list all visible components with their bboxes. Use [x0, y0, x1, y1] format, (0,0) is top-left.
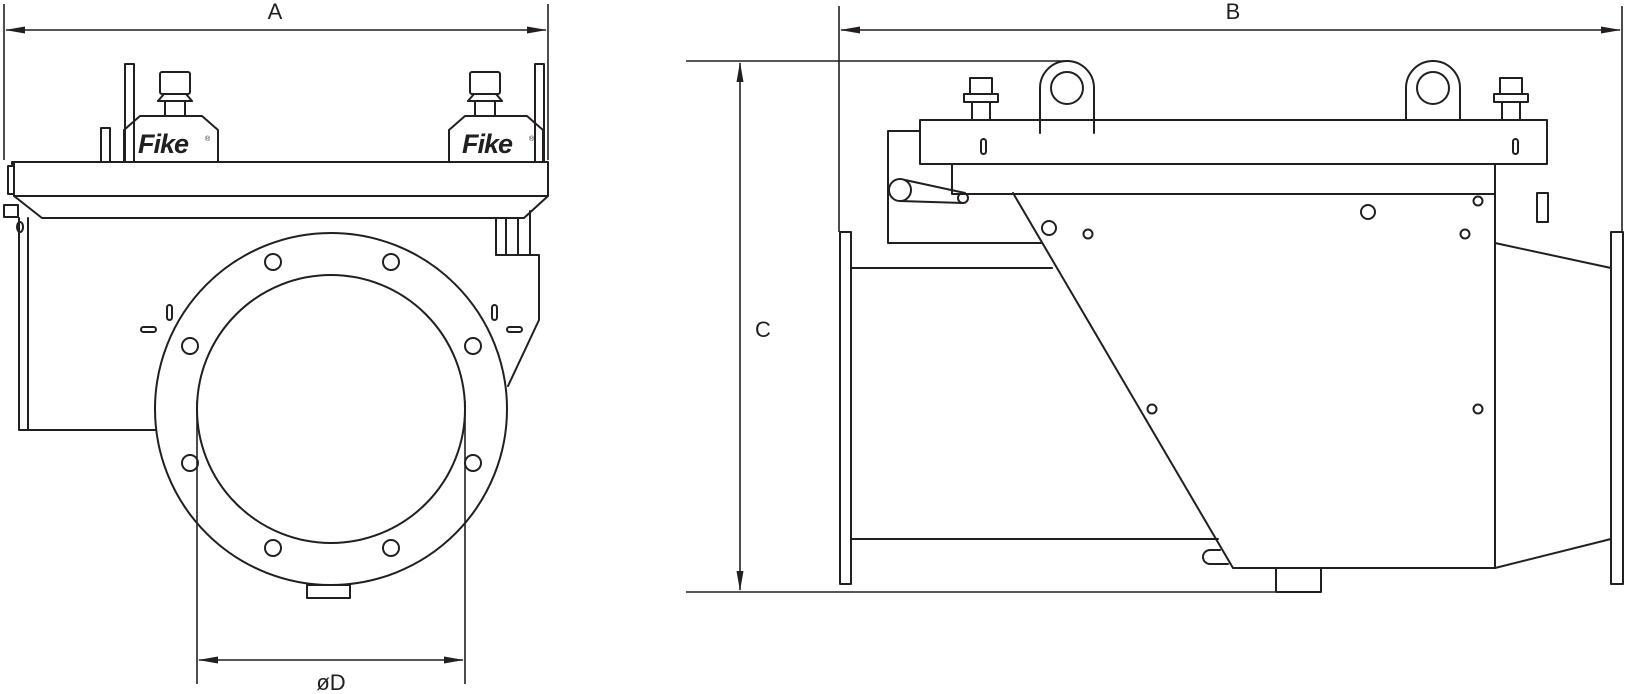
side-lever [888, 178, 969, 204]
side-bolts [963, 77, 1529, 121]
dimension-d-label: øD [316, 670, 345, 694]
dimension-d: øD [196, 401, 466, 694]
left-bracket: Fike ® [123, 71, 219, 163]
dimension-a-label: A [268, 0, 283, 24]
right-bracket: Fike ® [448, 71, 544, 163]
dimension-c: C [686, 60, 1275, 593]
brand-logo-left: Fike [138, 129, 189, 159]
dimension-a: A [3, 0, 549, 160]
inlet-pipe [839, 231, 1219, 585]
brand-logo-right: Fike [462, 129, 513, 159]
side-housing [887, 119, 1549, 593]
brand-logo-mark-left: ® [205, 135, 211, 143]
dimension-b: B [838, 0, 1623, 232]
brand-logo-mark-right: ® [529, 135, 535, 143]
front-housing [3, 161, 549, 431]
dimension-c-label: C [755, 317, 771, 342]
lifting-eyes [1039, 60, 1461, 134]
dimension-b-label: B [1226, 0, 1241, 24]
side-rivets [1041, 195, 1484, 415]
front-view: A [3, 0, 549, 694]
side-view: B C [686, 0, 1624, 593]
outlet-pipe [1494, 231, 1624, 585]
